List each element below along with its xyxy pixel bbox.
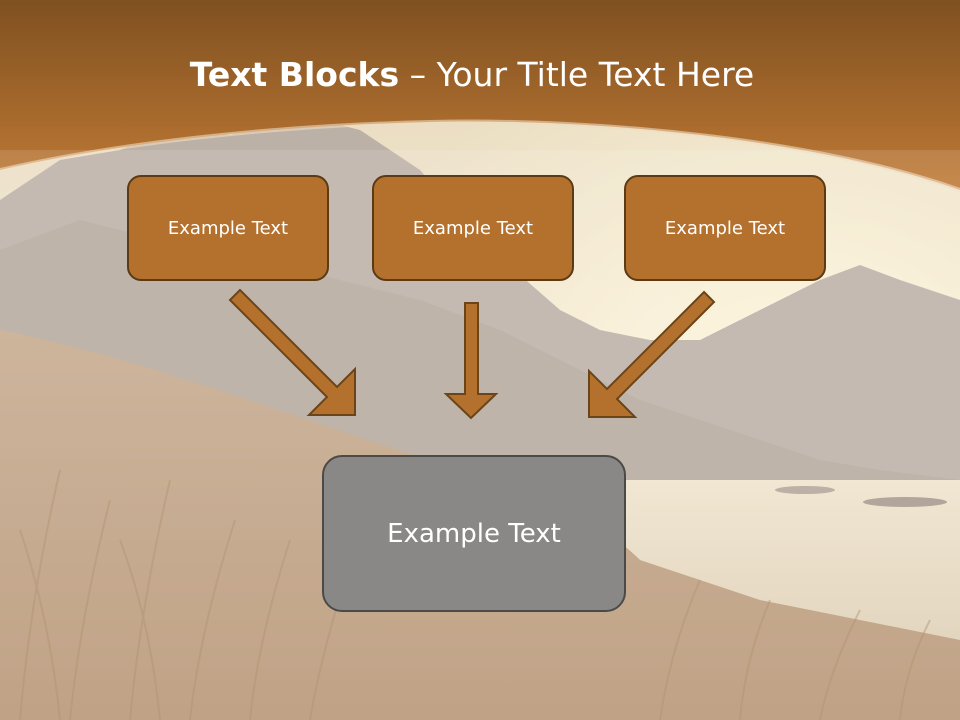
title-rest: Your Title Text Here [436, 55, 755, 94]
text-block-label: Example Text [167, 217, 289, 239]
arrow-right-diagonal [588, 290, 716, 418]
slide-title: Text Blocks – Your Title Text Here [0, 52, 944, 98]
text-block-left[interactable]: Example Text [127, 175, 329, 281]
text-block-label: Example Text [664, 217, 786, 239]
title-bold: Text Blocks [189, 55, 400, 94]
arrow-down-center [443, 302, 499, 420]
title-dash: – [399, 55, 437, 94]
text-block-label: Example Text [412, 217, 534, 239]
arrow-left-diagonal [228, 288, 356, 416]
text-block-center[interactable]: Example Text [372, 175, 574, 281]
text-block-right[interactable]: Example Text [624, 175, 826, 281]
target-text-block[interactable]: Example Text [322, 455, 626, 612]
target-text-block-label: Example Text [387, 518, 561, 549]
